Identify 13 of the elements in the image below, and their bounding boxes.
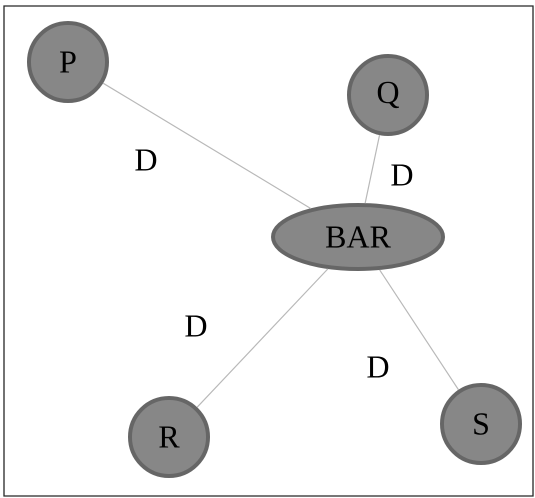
edge-label: D [133,148,159,172]
edge-label: D [183,314,209,338]
circle-node: P [27,21,109,103]
ellipse-node: BAR [271,203,445,271]
edge-label: D [365,356,391,378]
circle-node: S [440,383,522,465]
edge-label: D [389,164,415,186]
connector-line [196,268,328,408]
circle-node: R [128,396,210,478]
circle-node: Q [347,54,429,136]
connector-line [102,82,312,209]
connector-line [379,270,459,390]
connector-line [364,134,380,204]
